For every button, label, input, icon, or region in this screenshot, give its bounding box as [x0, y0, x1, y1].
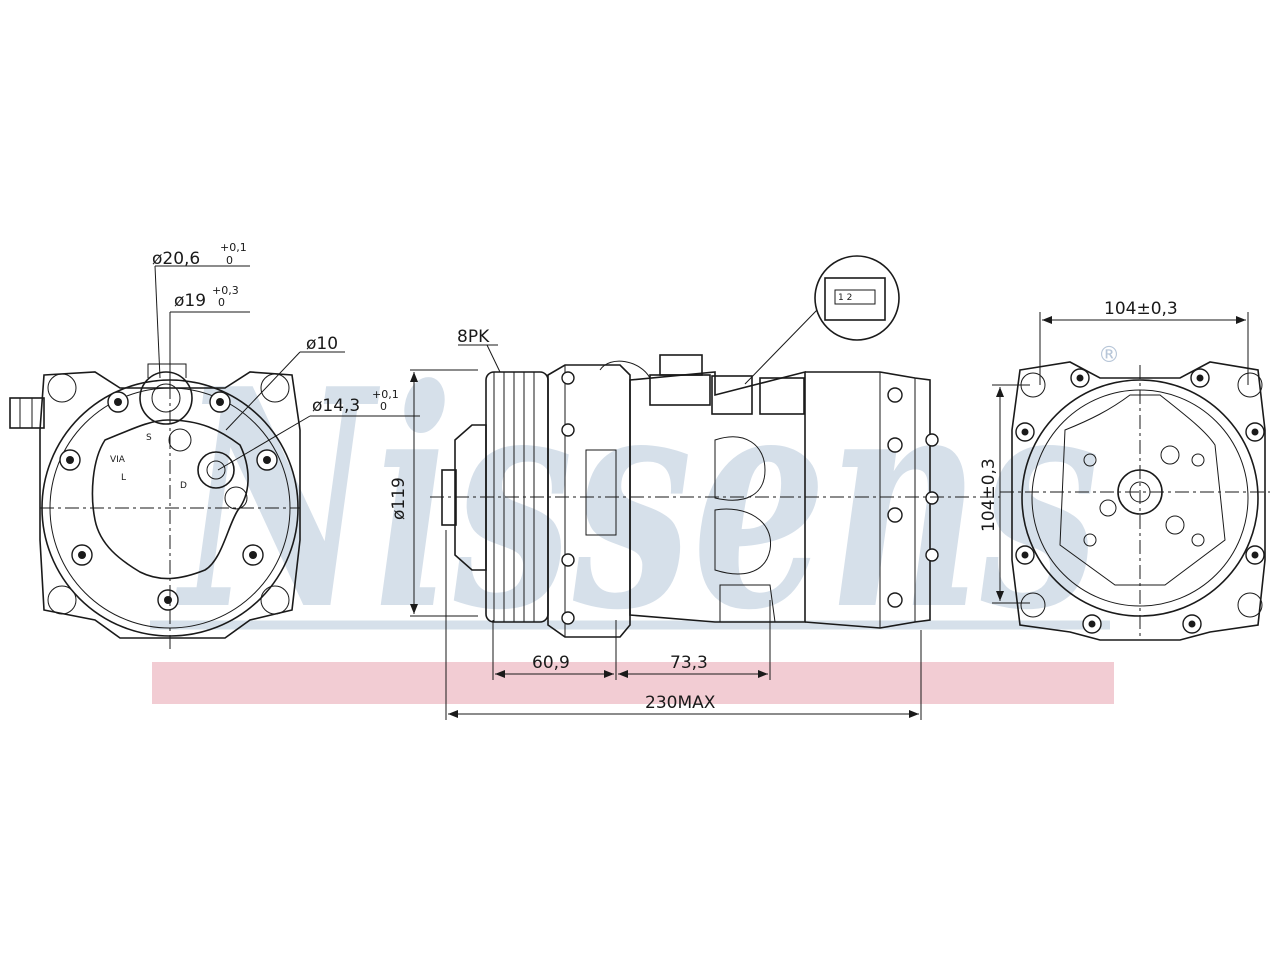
- side-dimensions: 8PK ø119 60,9 73,3 230MAX: [389, 327, 922, 720]
- left-dimensions: ø20,6 +0,1 0 ø19 +0,3 0 ø10 ø14,3 +0,1 0: [152, 241, 420, 471]
- connector-pins: 1 2: [838, 293, 852, 303]
- dia-14-3-tol-lower: 0: [380, 400, 387, 413]
- side-view: [430, 354, 1000, 638]
- connector-detail: 1 2: [744, 255, 900, 385]
- front-dimensions: 104±0,3 104±0,3: [979, 299, 1249, 604]
- rear-view-left: VIA L D S: [9, 360, 301, 650]
- dia-19-tol-lower: 0: [218, 296, 225, 309]
- dia-10: ø10: [306, 334, 338, 354]
- watermark-brand: Nissens: [173, 323, 1100, 676]
- dia-20-6-tol-lower: 0: [226, 254, 233, 267]
- dia-19-tol-upper: +0,3: [212, 284, 239, 297]
- dia-19: ø19: [174, 291, 206, 311]
- length-a: 60,9: [532, 653, 570, 673]
- registered-mark: ®: [1098, 343, 1120, 368]
- dia-14-3: ø14,3: [312, 396, 360, 416]
- rear-height: 104±0,3: [979, 458, 999, 532]
- pulley-diameter: ø119: [389, 477, 409, 520]
- rear-width: 104±0,3: [1104, 299, 1178, 319]
- port-s-label: S: [146, 433, 152, 443]
- port-discharge-label: D: [180, 481, 187, 491]
- port-suction-letter: L: [121, 473, 126, 483]
- band-stripe: [152, 662, 1114, 704]
- dia-14-3-tol-upper: +0,1: [372, 388, 399, 401]
- dia-20-6: ø20,6: [152, 249, 200, 269]
- dia-20-6-tol-upper: +0,1: [220, 241, 247, 254]
- overall-length: 230MAX: [645, 693, 716, 713]
- port-suction-label: VIA: [110, 455, 126, 465]
- pulley-type: 8PK: [457, 327, 490, 347]
- length-b: 73,3: [670, 653, 708, 673]
